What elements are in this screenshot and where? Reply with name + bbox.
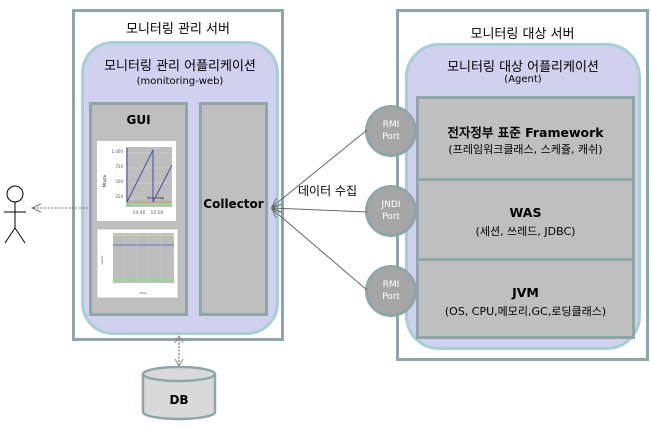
manager-app-title: 모니터링 관리 어플리케이션 (104, 59, 256, 74)
rmi-port-jvm: RMI Port (365, 265, 417, 317)
ytick: 1,000 (112, 149, 124, 154)
ytick: 250 (115, 194, 123, 199)
port-line1: RMI (382, 280, 400, 290)
xtick: 14:40 (133, 210, 146, 216)
port-line2: Port (382, 132, 400, 142)
layer-title: WAS (509, 205, 542, 220)
layer-subtitle: (세션, 쓰레드, JDBC) (475, 225, 576, 238)
layer-title: JVM (512, 285, 539, 300)
data-flow-line-jndi-was (272, 208, 368, 212)
xtick: 15:00 (151, 210, 164, 216)
layer-was: WAS (세션, 쓰레드, JDBC) (416, 178, 635, 261)
gui-panel: GUI Non Heap 1,000 750 500 250 14:4 (89, 102, 188, 316)
jndi-port-was: JNDI Port (365, 185, 417, 237)
monitoring-target-server: 모니터링 대상 서버 모니터링 대상 어플리케이션 (Agent) 전자정부 표… (396, 9, 649, 361)
target-app-subtitle: (Agent) (504, 74, 542, 85)
gui-label: GUI (126, 113, 151, 127)
agent-application: 모니터링 대상 어플리케이션 (Agent) 전자정부 표준 Framework… (405, 43, 641, 350)
layer-jvm: JVM (OS, CPU,메모리,GC,로딩클래스) (416, 258, 635, 339)
target-server-title: 모니터링 대상 서버 (470, 27, 575, 42)
ytick: 500 (115, 179, 123, 184)
ylabel: Mbyte (102, 174, 107, 187)
target-app-title: 모니터링 대상 어플리케이션 (447, 60, 599, 75)
count-chart: Count Time (100, 233, 174, 295)
layer-subtitle: (OS, CPU,메모리,GC,로딩클래스) (444, 305, 607, 318)
collector-label: Collector (203, 197, 264, 211)
db-arrow-up-icon (174, 334, 184, 344)
port-line2: Port (382, 212, 400, 222)
manager-app-subtitle: (monitoring-web) (136, 76, 224, 87)
port-line1: RMI (382, 120, 400, 130)
port-line1: JNDI (381, 200, 401, 210)
database-label: DB (169, 393, 189, 407)
monitoring-web-application: 모니터링 관리 어플리케이션 (monitoring-web) GUI Non … (81, 41, 279, 335)
ytick: 750 (115, 164, 123, 169)
layer-subtitle: (프레임워크클래스, 스케쥴, 캐쉬) (448, 143, 603, 156)
chart-annotation: Non Heap (147, 196, 165, 200)
memory-chart: Non Heap 1,000 750 500 250 14:40 15:00 M… (102, 147, 173, 216)
port-line2: Port (382, 292, 400, 302)
data-flow-line-rmi-jvm (272, 209, 368, 291)
collector-panel: Collector (199, 102, 268, 316)
data-collection-label: 데이터 수집 (298, 184, 358, 198)
monitoring-manager-server: 모니터링 관리 서버 모니터링 관리 어플리케이션 (monitoring-we… (72, 9, 284, 341)
manager-server-title: 모니터링 관리 서버 (126, 22, 230, 37)
gui-count-chart-thumbnail: Count Time (97, 229, 178, 298)
data-flow-line-rmi-framework (272, 129, 368, 207)
database-icon (141, 365, 217, 421)
gui-memory-chart-thumbnail: Non Heap 1,000 750 500 250 14:40 15:00 M… (97, 141, 176, 221)
xlabel: Time (138, 291, 146, 295)
layer-title: 전자정부 표준 Framework (447, 125, 604, 140)
ylabel: Count (100, 255, 104, 265)
